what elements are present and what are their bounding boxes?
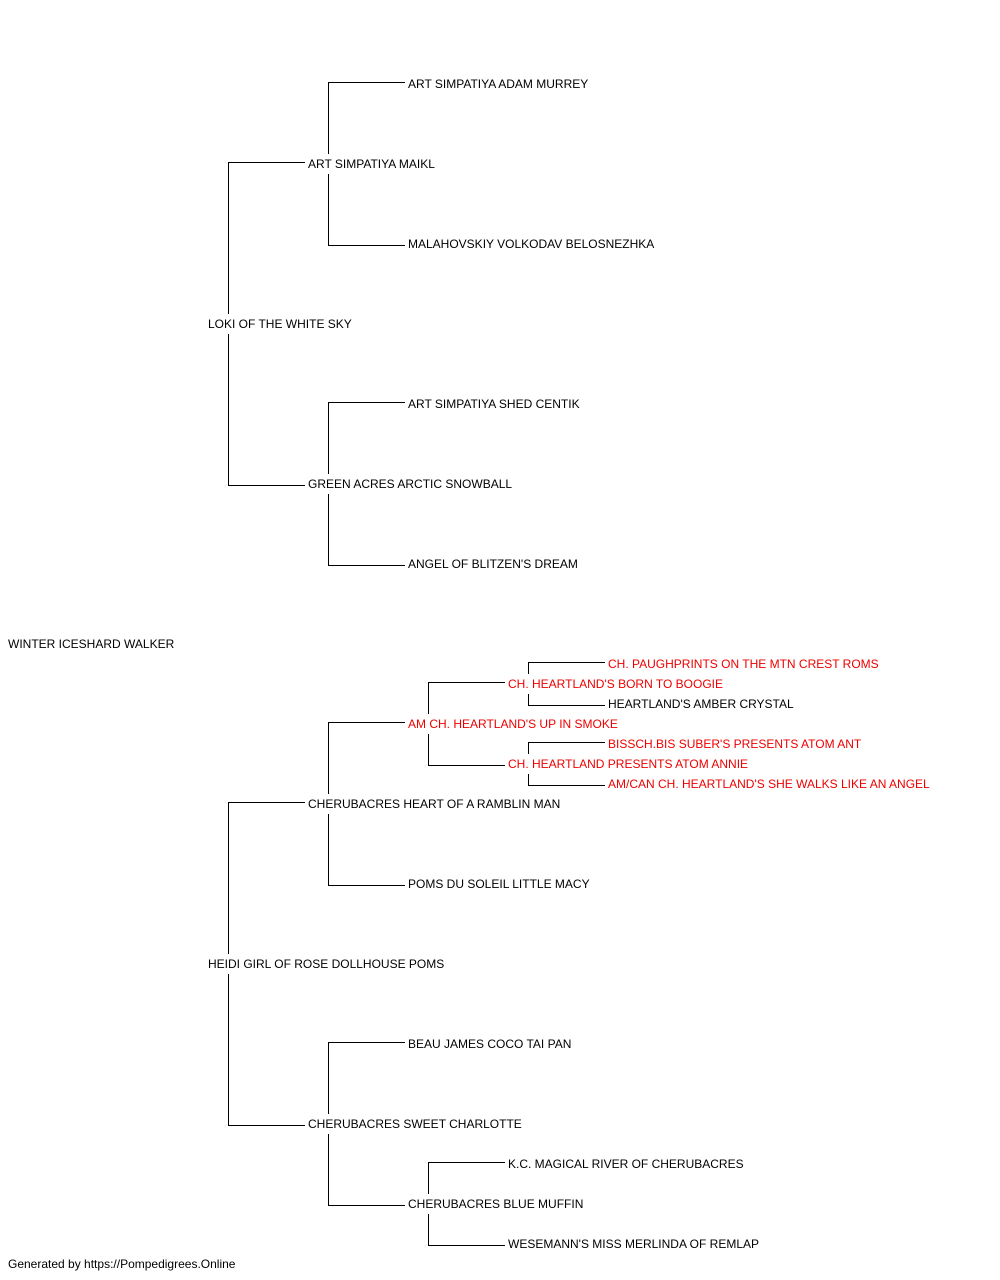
dam-sire-sire-dam-name: CH. HEARTLAND PRESENTS ATOM ANNIE [508,757,749,771]
sire-sire-sire-name: ART SIMPATIYA ADAM MURREY [408,77,589,91]
sire-name: LOKI OF THE WHITE SKY [208,317,352,331]
dam-sire-dam-name: POMS DU SOLEIL LITTLE MACY [408,877,590,891]
dam-dam-dam-name: CHERUBACRES BLUE MUFFIN [408,1197,584,1211]
dam-name: HEIDI GIRL OF ROSE DOLLHOUSE POMS [208,957,445,971]
dam-sire-sire-sire-name: CH. HEARTLAND'S BORN TO BOOGIE [508,677,724,691]
dam-sire-sire-sire-sire-name: CH. PAUGHPRINTS ON THE MTN CREST ROMS [608,657,879,671]
generated-by-footer: Generated by https://Pompedigrees.Online [8,1257,236,1271]
dam-sire-sire-name: AM CH. HEARTLAND'S UP IN SMOKE [408,717,618,731]
sire-sire-name: ART SIMPATIYA MAIKL [308,157,435,171]
dam-dam-sire-name: BEAU JAMES COCO TAI PAN [408,1037,572,1051]
dam-sire-sire-sire-dam-name: HEARTLAND'S AMBER CRYSTAL [608,697,794,711]
dam-dam-dam-dam-name: WESEMANN'S MISS MERLINDA OF REMLAP [508,1237,759,1251]
subject-dog-name: WINTER ICESHARD WALKER [8,637,175,651]
dam-sire-sire-dam-dam-name: AM/CAN CH. HEARTLAND'S SHE WALKS LIKE AN… [608,777,930,791]
sire-dam-name: GREEN ACRES ARCTIC SNOWBALL [308,477,513,491]
dam-sire-sire-dam-sire-name: BISSCH.BIS SUBER'S PRESENTS ATOM ANT [608,737,862,751]
sire-sire-dam-name: MALAHOVSKIY VOLKODAV BELOSNEZHKA [408,237,655,251]
sire-dam-dam-name: ANGEL OF BLITZEN'S DREAM [408,557,578,571]
sire-dam-sire-name: ART SIMPATIYA SHED CENTIK [408,397,580,411]
dam-sire-name: CHERUBACRES HEART OF A RAMBLIN MAN [308,797,561,811]
dam-dam-dam-sire-name: K.C. MAGICAL RIVER OF CHERUBACRES [508,1157,744,1171]
dam-dam-name: CHERUBACRES SWEET CHARLOTTE [308,1117,522,1131]
